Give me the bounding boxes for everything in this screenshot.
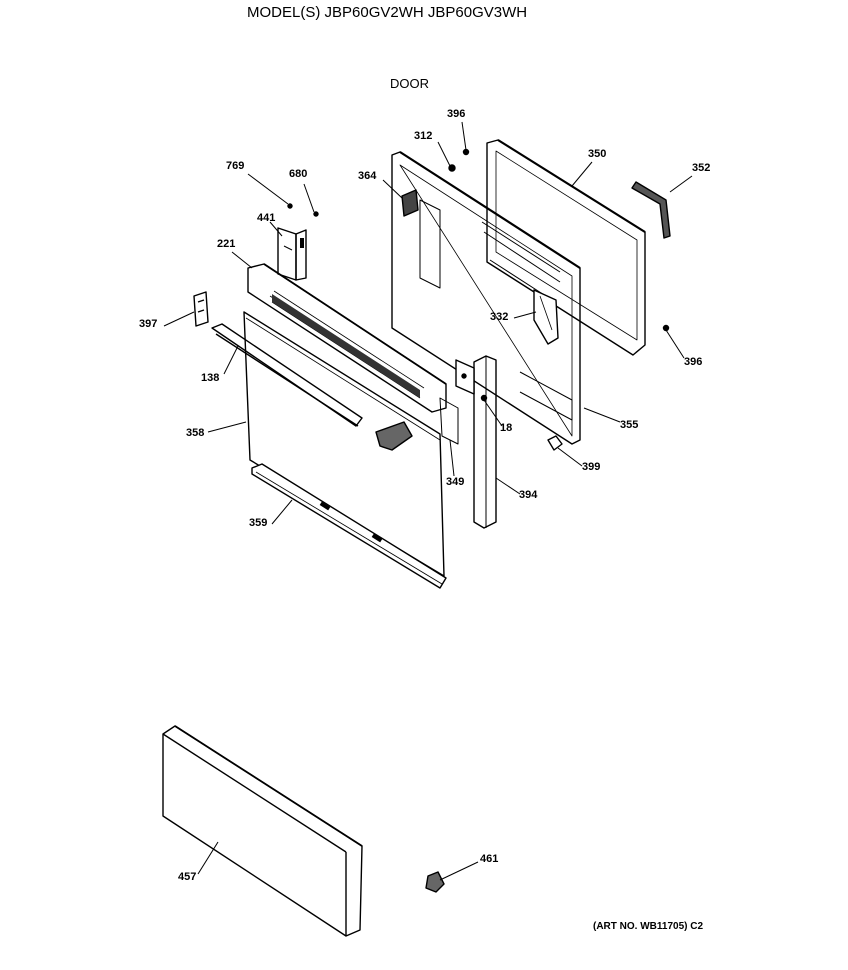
inner-door-frame	[391, 151, 581, 445]
door-panel-glass	[486, 139, 646, 356]
part-label-359: 359	[249, 517, 268, 529]
door-clip	[547, 435, 563, 451]
part-label-364: 364	[358, 170, 377, 182]
gasket	[631, 181, 671, 239]
part-label-769: 769	[226, 160, 245, 172]
part-label-332: 332	[490, 311, 509, 323]
part-label-397: 397	[139, 318, 158, 330]
frame-bracket	[401, 189, 419, 217]
part-label-396-top: 396	[447, 108, 466, 120]
part-label-355: 355	[620, 419, 639, 431]
outer-door-panel	[243, 311, 445, 577]
part-label-312: 312	[414, 130, 433, 142]
side-bracket	[193, 291, 209, 327]
part-label-352: 352	[692, 162, 711, 174]
part-label-349: 349	[446, 476, 465, 488]
part-label-358: 358	[186, 427, 205, 439]
door-bottom-trim	[251, 463, 447, 589]
part-label-221: 221	[217, 238, 236, 250]
part-label-399: 399	[582, 461, 601, 473]
art-number: (ART NO. WB11705) C2	[593, 921, 704, 932]
part-label-680: 680	[289, 168, 308, 180]
kick-panel-clip	[425, 871, 445, 893]
screws	[287, 148, 670, 332]
latch-plate	[439, 397, 459, 445]
hinge-bracket-left	[277, 227, 307, 281]
part-label-138: 138	[201, 372, 220, 384]
section-title: DOOR	[390, 76, 429, 91]
model-title: MODEL(S) JBP60GV2WH JBP60GV3WH	[247, 4, 528, 21]
part-label-18: 18	[500, 422, 513, 434]
door-handle	[211, 323, 363, 427]
part-label-396-right: 396	[684, 356, 703, 368]
part-label-350: 350	[588, 148, 607, 160]
kick-panel	[162, 725, 363, 937]
door-top-trim	[247, 263, 447, 413]
door-side-post	[455, 355, 497, 529]
part-label-461: 461	[480, 853, 499, 865]
part-label-394: 394	[519, 489, 538, 501]
part-label-441: 441	[257, 212, 276, 224]
part-label-457: 457	[178, 871, 197, 883]
